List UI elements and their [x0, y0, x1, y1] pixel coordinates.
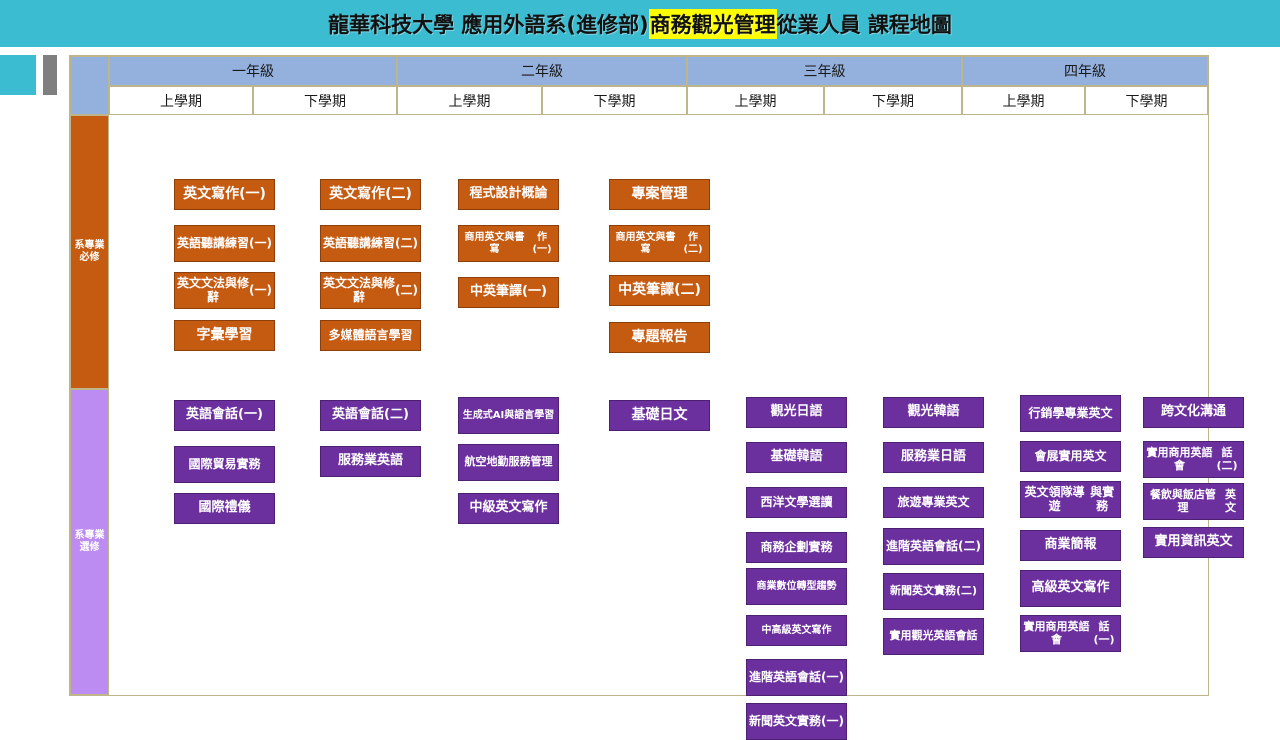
course-box[interactable]: 觀光日語: [746, 397, 847, 428]
term-header-y3s1: 上學期: [687, 86, 824, 115]
year-header-2-label: 二年級: [521, 64, 563, 80]
course-box[interactable]: 英文文法與修辭(一): [174, 272, 275, 309]
course-box[interactable]: 會展實用英文: [1020, 441, 1121, 472]
year-header-4-label: 四年級: [1064, 64, 1106, 80]
course-box[interactable]: 實用商用英語會話(一): [1020, 615, 1121, 652]
course-box[interactable]: 中英筆譯(二): [609, 275, 710, 306]
table-corner-cell: [70, 56, 109, 115]
term-header-y4s2: 下學期: [1085, 86, 1208, 115]
course-box[interactable]: 多媒體語言學習: [320, 320, 421, 351]
course-box[interactable]: 生成式AI與語言學習: [458, 397, 559, 434]
category-label-required-line1: 系專業: [74, 239, 105, 251]
course-box[interactable]: 商用英文與書寫作(一): [458, 225, 559, 262]
course-box[interactable]: 基礎韓語: [746, 442, 847, 473]
course-box[interactable]: 英語聽講練習(二): [320, 225, 421, 262]
year-header-1-label: 一年級: [232, 64, 274, 80]
course-box[interactable]: 高級英文寫作: [1020, 570, 1121, 607]
course-box[interactable]: 程式設計概論: [458, 179, 559, 210]
category-label-elective-line2: 選修: [79, 542, 100, 553]
course-box[interactable]: 字彙學習: [174, 320, 275, 351]
course-box[interactable]: 新聞英文實務(一): [746, 703, 847, 740]
course-box[interactable]: 中英筆譯(一): [458, 277, 559, 308]
course-box[interactable]: 實用商用英語會話(二): [1143, 441, 1244, 478]
course-box[interactable]: 英語會話(一): [174, 400, 275, 431]
course-box[interactable]: 餐飲與飯店管理英文: [1143, 483, 1244, 520]
term-header-y3s2-label: 下學期: [872, 93, 914, 110]
term-header-y3s2: 下學期: [824, 86, 962, 115]
course-box[interactable]: 服務業英語: [320, 446, 421, 477]
category-label-required: 系專業 必修: [70, 115, 109, 389]
page-title-suffix: 從業人員 課程地圖: [776, 12, 952, 37]
term-header-y1s1-label: 上學期: [160, 93, 202, 110]
year-header-2: 二年級: [397, 56, 687, 86]
course-box[interactable]: 進階英語會話(一): [746, 659, 847, 696]
term-header-y3s1-label: 上學期: [734, 93, 777, 110]
course-box[interactable]: 專題報告: [609, 322, 710, 353]
course-box[interactable]: 服務業日語: [883, 442, 984, 473]
course-box[interactable]: 英文寫作(二): [320, 179, 421, 210]
page-title-highlight: 商務觀光管理: [648, 8, 777, 39]
category-label-required-line2: 必修: [79, 252, 100, 263]
course-box[interactable]: 行銷學專業英文: [1020, 395, 1121, 432]
course-box[interactable]: 國際貿易實務: [174, 446, 275, 483]
term-header-y1s1: 上學期: [109, 86, 253, 115]
term-header-y2s2-label: 下學期: [593, 93, 636, 110]
course-box[interactable]: 跨文化溝通: [1143, 397, 1244, 428]
course-box[interactable]: 商務企劃實務: [746, 532, 847, 563]
course-box[interactable]: 國際禮儀: [174, 493, 275, 524]
course-box[interactable]: 專案管理: [609, 179, 710, 210]
course-box[interactable]: 進階英語會話(二): [883, 528, 984, 565]
term-header-y1s2: 下學期: [253, 86, 397, 115]
course-box[interactable]: 實用資訊英文: [1143, 527, 1244, 558]
teal-decoration-block: [0, 55, 36, 95]
year-header-4: 四年級: [962, 56, 1208, 86]
course-box[interactable]: 商業數位轉型趨勢: [746, 568, 847, 605]
course-box[interactable]: 英語聽講練習(一): [174, 225, 275, 262]
category-label-elective: 系專業 選修: [70, 389, 109, 695]
year-header-3: 三年級: [687, 56, 962, 86]
course-box[interactable]: 英語會話(二): [320, 400, 421, 431]
term-header-y2s1: 上學期: [397, 86, 542, 115]
course-box[interactable]: 英文寫作(一): [174, 179, 275, 210]
term-header-y4s2-label: 下學期: [1125, 93, 1168, 110]
curriculum-map-table: 一年級 二年級 三年級 四年級 上學期 下學期 上學期 下學期 上學期 下學期 …: [69, 55, 1244, 740]
course-box[interactable]: 新聞英文實務(二): [883, 573, 984, 610]
year-header-3-label: 三年級: [803, 64, 846, 80]
year-header-1: 一年級: [109, 56, 397, 86]
course-grid: 英文寫作(一) 英語聽講練習(一) 英文文法與修辭(一) 字彙學習 英文寫作(二…: [109, 115, 1244, 740]
course-box[interactable]: 航空地勤服務管理: [458, 444, 559, 481]
term-header-y4s1: 上學期: [962, 86, 1085, 115]
course-box[interactable]: 英文領隊導遊與實務: [1020, 481, 1121, 518]
term-header-y2s2: 下學期: [542, 86, 687, 115]
course-box[interactable]: 基礎日文: [609, 400, 710, 431]
course-box[interactable]: 西洋文學選讀: [746, 487, 847, 518]
course-box[interactable]: 商用英文與書寫作(二): [609, 225, 710, 262]
course-box[interactable]: 旅遊專業英文: [883, 487, 984, 518]
course-box[interactable]: 中高級英文寫作: [746, 615, 847, 646]
term-header-y2s1-label: 上學期: [448, 93, 491, 110]
course-box[interactable]: 商業簡報: [1020, 530, 1121, 561]
page-title-prefix: 龍華科技大學 應用外語系(進修部): [328, 12, 649, 37]
gray-decoration-block: [43, 55, 57, 95]
course-box[interactable]: 中級英文寫作: [458, 493, 559, 524]
course-box[interactable]: 實用觀光英語會話: [883, 618, 984, 655]
category-label-elective-line1: 系專業: [74, 529, 105, 541]
course-box[interactable]: 觀光韓語: [883, 397, 984, 428]
page-banner: 龍華科技大學 應用外語系(進修部)商務觀光管理從業人員 課程地圖: [0, 0, 1280, 47]
course-box[interactable]: 英文文法與修辭(二): [320, 272, 421, 309]
term-header-y4s1-label: 上學期: [1002, 93, 1045, 110]
term-header-y1s2-label: 下學期: [304, 93, 346, 110]
page-title: 龍華科技大學 應用外語系(進修部)商務觀光管理從業人員 課程地圖: [0, 0, 1280, 47]
